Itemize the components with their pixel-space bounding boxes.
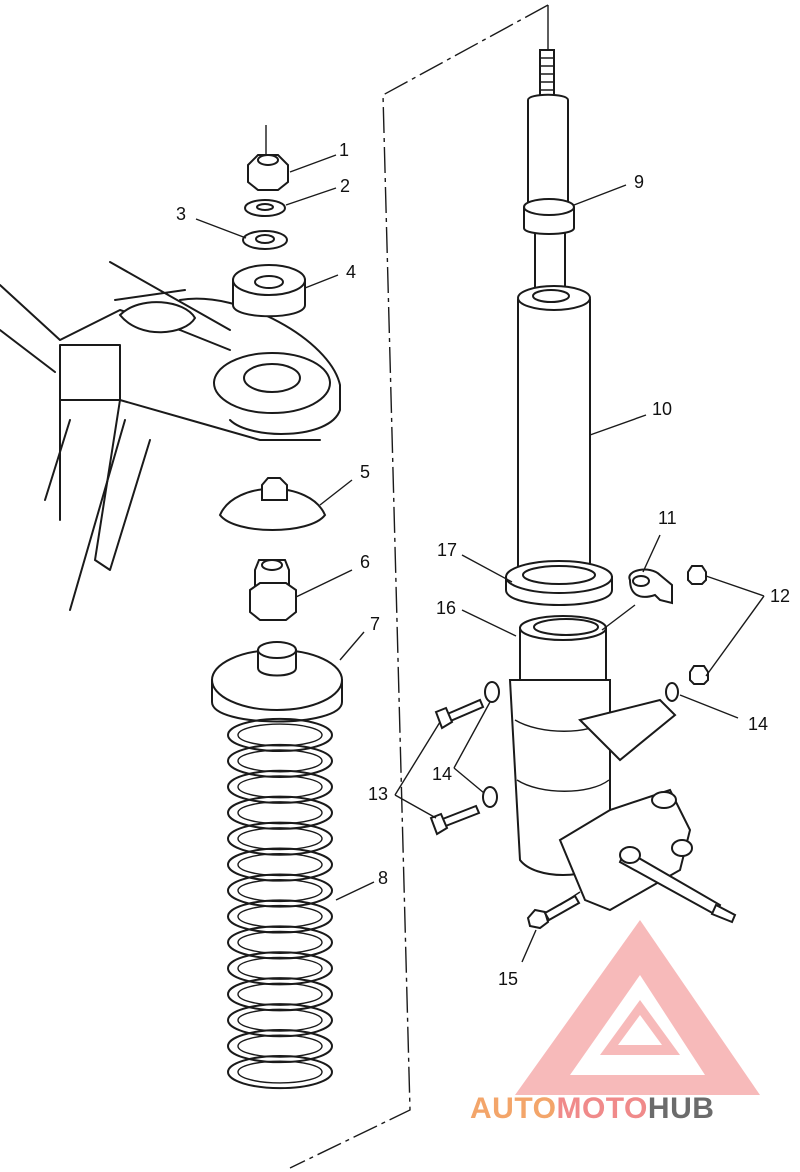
frame-arm <box>0 261 341 611</box>
callout-17: 17 <box>437 540 457 560</box>
part-4-bushing <box>232 264 306 318</box>
part-3-washer <box>242 230 288 250</box>
callout-10: 10 <box>652 399 672 419</box>
watermark-logo <box>515 920 760 1095</box>
spring-coil-inner <box>237 723 323 747</box>
callout-2: 2 <box>340 176 350 196</box>
part-14-washer-left-top <box>484 681 500 703</box>
callout-6: 6 <box>360 552 370 572</box>
spring-coil <box>227 1029 333 1064</box>
spring-coil <box>227 1054 333 1090</box>
spring-coil-inner <box>237 956 323 980</box>
spring-coil <box>227 925 333 960</box>
part-8-coil-spring <box>227 717 333 1090</box>
callout-4: 4 <box>346 262 356 282</box>
spring-coil-inner <box>237 982 323 1006</box>
callout-5: 5 <box>360 462 370 482</box>
spring-coil-inner <box>237 749 323 773</box>
spring-coil-inner <box>237 1008 323 1032</box>
spring-coil <box>227 1003 333 1038</box>
svg-text:AUTOMOTOHUB: AUTOMOTOHUB <box>470 1092 714 1125</box>
watermark-hub: HUB <box>648 1092 715 1125</box>
part-12-nut-top <box>687 565 707 585</box>
spring-coil-inner <box>237 1034 323 1058</box>
spring-coil-inner <box>237 853 323 877</box>
spring-coil <box>227 821 333 856</box>
spring-coil <box>227 717 333 753</box>
spring-coil-inner <box>237 878 323 903</box>
callout-15: 15 <box>498 969 518 989</box>
part-13-bolt-top <box>434 698 485 730</box>
part-17-seal <box>505 560 613 606</box>
spring-coil-inner <box>237 930 323 954</box>
part-12-nut-bottom <box>689 665 709 685</box>
part-10-strut <box>517 49 591 590</box>
spring-coil-inner <box>237 904 323 929</box>
part-14-washer-left-bottom <box>482 786 498 808</box>
callout-8: 8 <box>378 868 388 888</box>
spring-coil-inner <box>237 1060 323 1084</box>
part-7-spring-cap <box>211 641 343 723</box>
spring-coil <box>227 795 333 830</box>
callout-9: 9 <box>634 172 644 192</box>
spring-coil <box>227 743 333 778</box>
callout-14-right: 14 <box>748 714 768 734</box>
part-1-nut <box>247 154 289 191</box>
callout-7: 7 <box>370 614 380 634</box>
part-14-washer-right <box>665 682 679 702</box>
callout-14-left: 14 <box>432 764 452 784</box>
spring-coil <box>227 873 333 908</box>
callout-16: 16 <box>436 598 456 618</box>
spring-coil <box>227 951 333 986</box>
spring-coil-inner <box>237 775 323 799</box>
callout-1: 1 <box>339 140 349 160</box>
leader-lines <box>195 154 765 963</box>
spring-coil <box>227 769 333 804</box>
part-16-housing <box>508 615 737 924</box>
spring-coil <box>227 977 333 1012</box>
spring-coil <box>227 847 333 882</box>
part-9-collar <box>523 198 575 235</box>
callout-11: 11 <box>658 508 677 528</box>
callout-12: 12 <box>770 586 790 606</box>
watermark-moto: MOTO <box>556 1092 647 1125</box>
callout-13: 13 <box>368 784 388 804</box>
part-13-bolt-bottom <box>429 804 481 836</box>
part-15-bolt <box>526 894 581 930</box>
spring-coil-inner <box>237 827 323 851</box>
callout-3: 3 <box>176 204 186 224</box>
spring-coil <box>227 899 333 934</box>
part-5-cup <box>218 477 327 531</box>
spring-coil-inner <box>237 801 323 825</box>
part-6-nut <box>249 559 297 621</box>
watermark-auto: AUTO <box>470 1092 556 1125</box>
callout-labels: 1 2 3 4 5 6 7 8 9 10 11 12 13 14 14 15 1… <box>176 140 790 989</box>
part-2-washer <box>244 199 286 217</box>
watermark-text: AUTOMOTOHUB <box>470 1092 714 1125</box>
part-11-clamp <box>628 568 673 605</box>
